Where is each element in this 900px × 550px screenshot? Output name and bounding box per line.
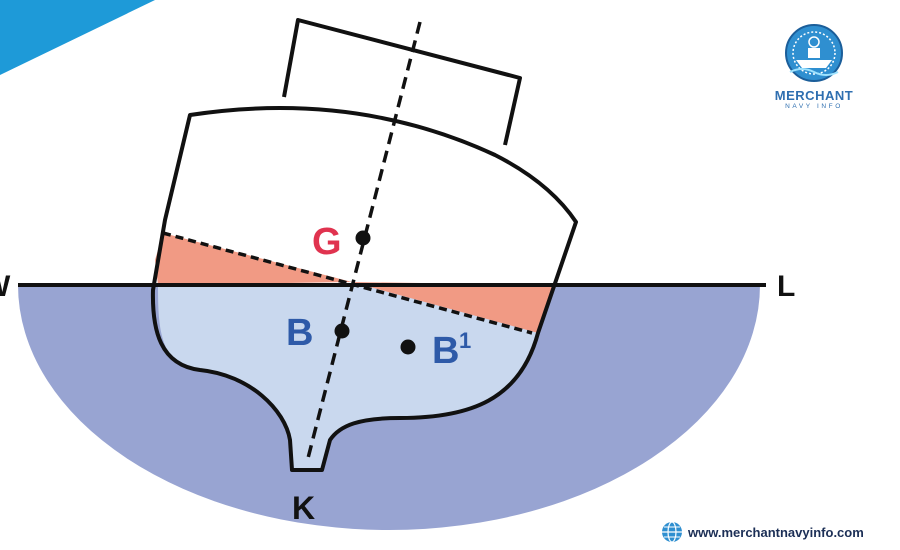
logo-subtitle: NAVY INFO: [785, 103, 843, 110]
merchant-navy-logo: MERCHANT NAVY INFO: [775, 24, 853, 110]
logo-title: MERCHANT: [775, 88, 853, 103]
website-url: www.merchantnavyinfo.com: [687, 525, 864, 540]
point-b: [334, 323, 350, 339]
label-g: G: [312, 221, 342, 263]
label-b1-superscript: 1: [459, 328, 471, 353]
website-footer: www.merchantnavyinfo.com: [662, 521, 864, 543]
point-b1: [400, 339, 416, 355]
label-l: L: [777, 270, 795, 303]
immersed-wedge: [352, 282, 553, 333]
globe-icon: [662, 521, 682, 543]
hull-outline: [150, 106, 578, 472]
label-k: K: [292, 490, 315, 526]
corner-accent: [0, 0, 155, 75]
underwater-hull: [158, 285, 553, 470]
label-w: W: [0, 270, 11, 303]
label-b1: B: [432, 330, 459, 372]
label-b: B: [286, 312, 313, 354]
point-g: [355, 230, 371, 246]
heeled-waterline: [162, 231, 533, 335]
superstructure-outline: [282, 18, 522, 146]
